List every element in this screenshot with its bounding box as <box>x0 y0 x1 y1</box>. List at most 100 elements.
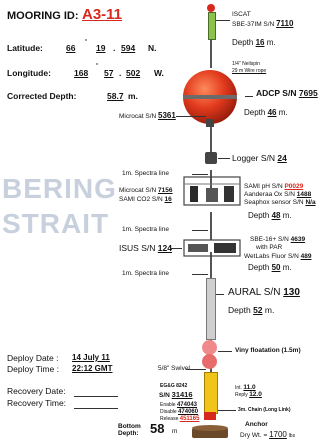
cage2-depth-unit: m. <box>282 263 292 272</box>
anchor-icon <box>192 425 228 438</box>
cable-segment <box>210 252 212 300</box>
anchor-unit: lbs <box>288 433 296 439</box>
cage2-depth: 50 <box>271 263 281 272</box>
wetlabs-serial: 489 <box>300 253 312 260</box>
sbe16-serial: 4639 <box>290 236 306 243</box>
cage2-depth-label: Depth <box>248 263 270 272</box>
deploy-time-label: Deploy Time : <box>7 364 59 374</box>
enable-code: 474043 <box>176 402 197 408</box>
sensor-cage-1-icon <box>183 176 241 206</box>
release-sn-label: S/N <box>159 392 170 399</box>
bottom-depth-unit: m <box>172 428 178 435</box>
watermark-line1: BERING <box>2 173 117 204</box>
deploy-date-label: Deploy Date : <box>7 353 59 363</box>
viny-float-icon <box>202 354 217 369</box>
degree-mark: ° <box>85 39 87 45</box>
iscat-serial-label: SBE-37IM S/N <box>232 21 275 28</box>
wetlabs-label: WetLabs Fluor S/N <box>244 253 299 260</box>
latitude-decimal: 594 <box>121 43 136 53</box>
disable-label: Disable <box>160 409 177 415</box>
iscat-serial: 7110 <box>276 19 294 28</box>
deploy-time: 22:12 GMT <box>72 364 113 373</box>
sami-ph-label: SAMI pH S/N <box>244 183 283 190</box>
aanderaa-serial: 1488 <box>296 191 312 198</box>
longitude-dot: . <box>119 68 122 78</box>
reply-label: Reply <box>235 392 248 398</box>
mooring-id: A3-11 <box>82 6 123 23</box>
iscat-depth-unit: m. <box>266 38 276 47</box>
cage1-sami-co2-label: SAMI CO2 S/N <box>119 196 163 203</box>
iscat-depth-label: Depth <box>232 38 254 47</box>
adcp-float-icon <box>183 70 237 127</box>
corrected-depth-unit: m. <box>128 91 138 101</box>
cage1-microcat-label: Microcat S/N <box>119 187 157 194</box>
cage1-depth: 48 <box>271 211 281 220</box>
longitude-decimal: 502 <box>126 68 141 78</box>
acoustic-release-icon <box>204 372 218 414</box>
aural-instrument-icon <box>206 278 216 340</box>
aural-depth: 52 <box>253 305 263 315</box>
spectra-line-3: 1m. Spectra line <box>122 270 169 277</box>
recovery-time-label: Recovery Time: <box>7 398 67 408</box>
cable-segment <box>210 340 212 400</box>
aural-depth-unit: m. <box>264 305 275 315</box>
par-label: with PAR <box>256 244 283 251</box>
microcat-float-serial: 5361 <box>158 111 176 120</box>
seaphox-serial: N/a <box>305 199 316 206</box>
adcp-label: ADCP S/N 7695 <box>256 88 318 98</box>
seaphox-label: Seaphox sensor S/N <box>244 199 304 206</box>
adcp-depth-label: Depth <box>244 108 266 117</box>
recovery-time-blank <box>74 408 118 409</box>
latitude-hemisphere: N. <box>148 43 157 53</box>
release-base-icon <box>204 412 216 420</box>
isus-label: ISUS S/N <box>119 243 156 253</box>
longitude-hemisphere: W. <box>154 68 164 78</box>
release-code-label: Release <box>160 416 179 422</box>
iscat-name: ISCAT <box>232 11 251 18</box>
aural-serial: 130 <box>283 287 300 298</box>
longitude-label: Longitude: <box>7 68 51 78</box>
top-float-icon <box>207 4 215 12</box>
cage1-depth-label: Depth <box>248 211 270 220</box>
sensor-cage-2-icon <box>183 239 241 257</box>
int-label: Int. <box>235 385 242 391</box>
spectra-line-2: 1m. Spectra line <box>122 226 169 233</box>
mooring-id-label: MOORING ID: <box>7 10 79 22</box>
cage1-microcat-serial: 7156 <box>158 187 173 194</box>
release-sn: 31416 <box>171 390 193 399</box>
neilspin-line1: 1/4" Neilspin <box>232 61 260 67</box>
aanderaa-label: Aanderaa Ox S/N <box>244 191 295 198</box>
longitude-minutes: 57 <box>104 68 114 78</box>
viny-float-icon <box>202 340 217 355</box>
iscat-depth: 16 <box>255 38 265 47</box>
logger-label: Logger S/N <box>232 153 275 163</box>
adcp-depth: 46 <box>267 108 277 117</box>
sbe16-label: SBE-16+ S/N <box>250 236 289 243</box>
corrected-depth-value: 58.7 <box>107 91 124 101</box>
deploy-date: 14 July 11 <box>72 353 110 362</box>
latitude-minutes: 19 <box>96 43 106 53</box>
microcat-float-label: Microcat S/N <box>119 113 157 120</box>
recovery-date-blank <box>74 396 118 397</box>
int-value: 11.0 <box>243 384 256 391</box>
aural-depth-label: Depth <box>228 305 251 315</box>
cable-segment <box>210 212 212 240</box>
bottom-depth-value: 58 <box>150 421 165 436</box>
wire-rope <box>210 18 212 68</box>
latitude-label: Latitude: <box>7 43 43 53</box>
release-code: 451165 <box>179 416 200 422</box>
cage1-depth-unit: m. <box>282 211 292 220</box>
latitude-degrees: 66 <box>66 43 76 53</box>
aural-label: AURAL S/N <box>228 287 281 298</box>
anchor-weight: 1700 <box>269 430 287 439</box>
sami-ph-serial: P0029 <box>284 183 304 190</box>
iscat-instrument-icon <box>208 12 216 40</box>
degree-mark: ° <box>96 63 98 69</box>
latitude-dot: . <box>113 43 116 53</box>
corrected-depth-label: Corrected Depth: <box>7 91 77 101</box>
disable-code: 474060 <box>178 409 199 415</box>
swivel-label: 5/8" Swivel <box>158 365 190 372</box>
logger-icon <box>205 152 217 164</box>
chain-label: 3m. Chain (Long Link) <box>238 407 291 413</box>
